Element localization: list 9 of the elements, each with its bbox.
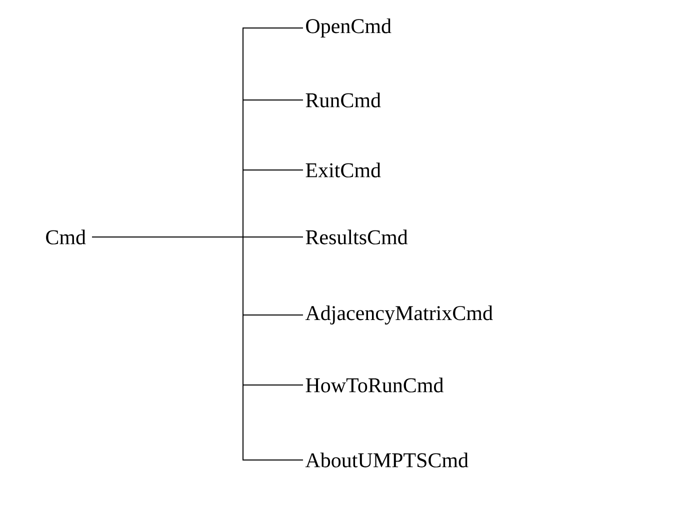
node-label: ExitCmd [306,162,381,178]
node-label: AboutUMPTSCmd [305,452,468,468]
node-label: ResultsCmd [306,230,408,244]
node-label: HowToRunCmd [306,378,444,392]
node-label: Cmd [46,230,86,244]
node-label: OpenCmd [306,18,392,38]
node-label: RunCmd [306,92,381,108]
node-label: AdjacencyMatrixCmd [305,305,493,325]
tree-connector [92,236,304,460]
